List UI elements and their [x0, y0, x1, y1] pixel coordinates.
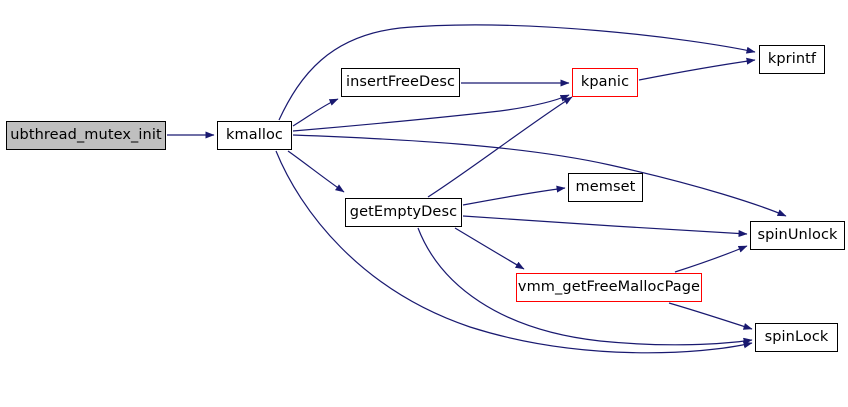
node-label: ubthread_mutex_init — [10, 127, 162, 144]
edge-kmalloc-kprintf — [278, 24, 756, 121]
edge-getEmptyDesc-memset — [462, 185, 566, 206]
node-kmalloc[interactable]: kmalloc — [217, 121, 292, 150]
node-label: memset — [575, 179, 636, 196]
edge-kmalloc-kpanic — [292, 94, 570, 132]
node-vmm_getFreeMallocPage[interactable]: vmm_getFreeMallocPage — [516, 273, 702, 302]
edge-getEmptyDesc-spinLock — [417, 227, 753, 346]
node-insertFreeDesc[interactable]: insertFreeDesc — [341, 68, 460, 97]
edge-vmm_getFreeMallocPage-spinUnlock — [674, 245, 748, 273]
edge-getEmptyDesc-vmm_getFreeMallocPage — [454, 227, 525, 270]
node-kprintf[interactable]: kprintf — [759, 45, 825, 74]
node-label: kmalloc — [225, 127, 283, 144]
node-label: kpanic — [580, 74, 630, 91]
node-spinUnlock[interactable]: spinUnlock — [750, 221, 845, 250]
edge-getEmptyDesc-spinUnlock — [462, 215, 748, 238]
edge-kmalloc-spinUnlock — [292, 134, 787, 217]
node-label: insertFreeDesc — [345, 74, 456, 91]
edge-kmalloc-getEmptyDesc — [287, 150, 345, 193]
edge-vmm_getFreeMallocPage-spinLock — [668, 302, 753, 330]
edge-getEmptyDesc-kpanic — [427, 96, 573, 198]
node-label: vmm_getFreeMallocPage — [517, 279, 701, 296]
node-label: spinLock — [764, 329, 829, 346]
edge-kmalloc-spinLock — [275, 150, 753, 354]
node-kpanic[interactable]: kpanic — [572, 68, 638, 97]
node-memset[interactable]: memset — [568, 173, 643, 202]
node-spinLock[interactable]: spinLock — [755, 323, 838, 352]
node-label: kprintf — [767, 51, 817, 68]
node-getEmptyDesc[interactable]: getEmptyDesc — [345, 198, 462, 227]
edge-kmalloc-insertFreeDesc — [292, 98, 339, 127]
node-label: getEmptyDesc — [349, 204, 458, 221]
node-ubthread_mutex_init[interactable]: ubthread_mutex_init — [6, 121, 166, 150]
edge-kpanic-kprintf — [638, 57, 756, 81]
node-label: spinUnlock — [757, 227, 838, 244]
